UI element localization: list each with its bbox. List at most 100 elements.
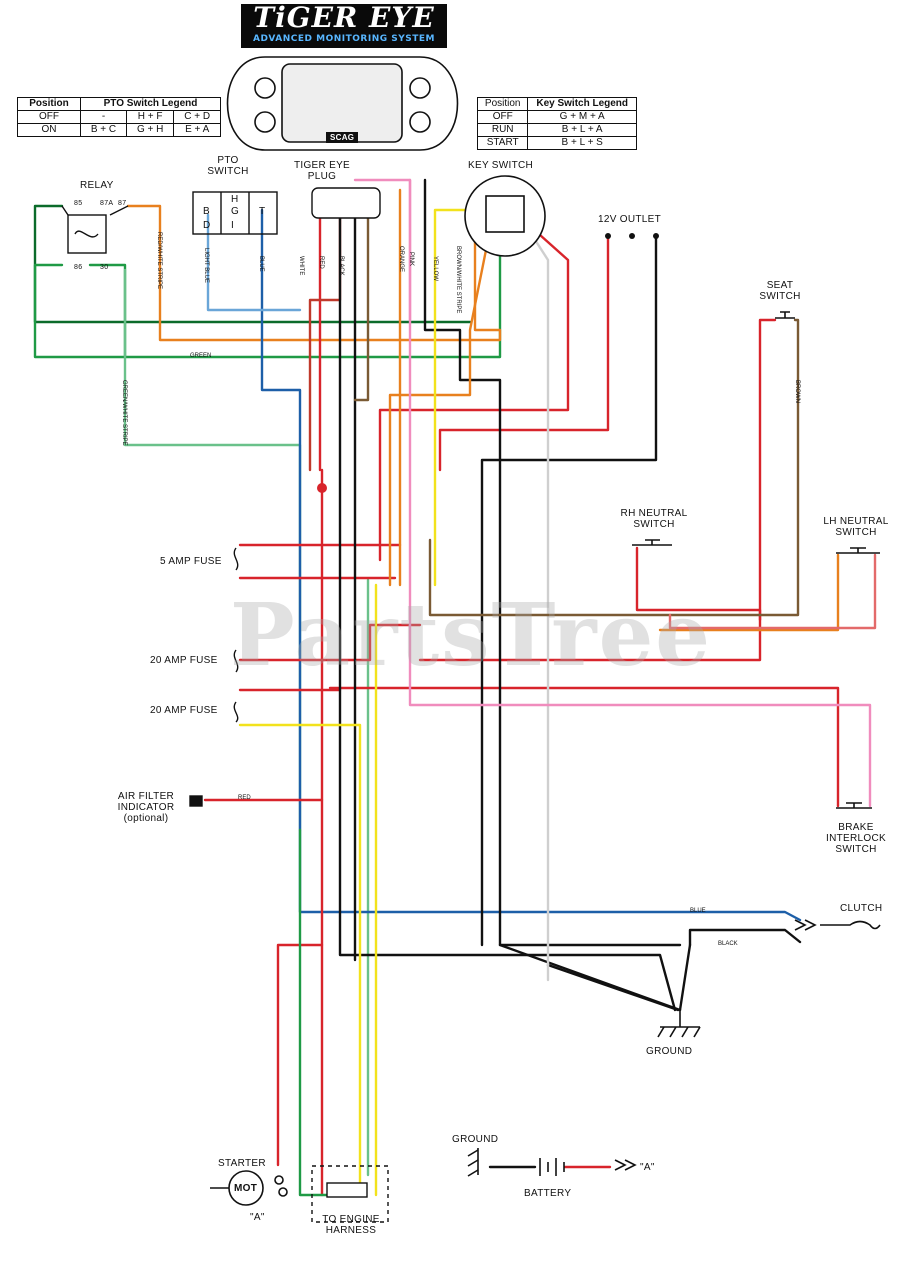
wire-orange-relay	[126, 204, 502, 342]
key-switch-body	[464, 175, 546, 257]
pto-pin-i: I	[231, 220, 235, 231]
wire-black-outlet	[480, 236, 658, 947]
battery-marker: "A"	[640, 1162, 655, 1173]
pto-legend-row: OFF - H + F C + D	[17, 110, 221, 124]
ground-label: GROUND	[646, 1046, 693, 1057]
tiger-eye-logo: TiGER EYE ADVANCED MONITORING SYSTEM	[241, 4, 447, 48]
wire-yellow-key	[433, 208, 467, 587]
pto-legend-header-title: PTO Switch Legend	[80, 97, 221, 111]
pto-legend-cell: ON	[17, 123, 81, 137]
engine-harness-label: TO ENGINE HARNESS	[322, 1214, 380, 1236]
splice-node	[317, 483, 327, 493]
clutch-label: CLUTCH	[840, 903, 883, 914]
key-legend-cell: START	[476, 136, 529, 150]
pto-pin-t: T	[259, 206, 266, 217]
wire-red-starter	[276, 943, 324, 1167]
wire-brown-tiger	[353, 213, 370, 402]
wire-ground-fan2	[546, 963, 680, 1012]
pto-legend-row: ON B + C G + H E + A	[17, 123, 221, 137]
wire-label-air-red: RED	[238, 795, 251, 801]
fuse-5-label: 5 AMP FUSE	[160, 556, 222, 567]
relay-pin-86: 86	[74, 264, 83, 271]
wire-label-yellow: YELLOW	[432, 256, 438, 282]
starter-motor	[210, 1170, 288, 1206]
outlet-terminals	[605, 233, 659, 239]
rh-neutral-label: RH NEUTRAL SWITCH	[620, 508, 688, 530]
fuse-20b-label: 20 AMP FUSE	[150, 705, 218, 716]
display-label: SCAG	[326, 132, 359, 143]
wire-label-clutch-blue: BLUE	[690, 908, 706, 914]
wire-blue	[260, 208, 802, 922]
tiger-eye-plug-label: TIGER EYE PLUG	[293, 160, 351, 182]
pto-pin-g: G	[231, 206, 240, 217]
battery-symbol	[539, 1158, 565, 1176]
relay-pin-87a: 87a	[100, 200, 114, 207]
wire-label-brown-white: BROWN/WHITE STRIPE	[455, 246, 461, 314]
pto-legend-cell: -	[80, 110, 127, 124]
starter-label: STARTER	[218, 1158, 266, 1169]
wire-label-white: WHITE	[298, 256, 304, 276]
wire-green	[88, 203, 502, 359]
wire-red-20a	[238, 623, 422, 662]
wire-label-orange: ORANGE	[398, 246, 404, 273]
key-legend-row: RUN B + L + A	[476, 123, 637, 137]
battery-label: BATTERY	[524, 1188, 572, 1199]
ground-label-2: GROUND	[452, 1134, 499, 1145]
pto-legend-cell: H + F	[125, 110, 175, 124]
relay-pin-85: 85	[74, 200, 83, 207]
clutch-coil	[614, 919, 881, 1171]
key-legend-cell: G + M + A	[527, 110, 637, 124]
wire-label-red: RED	[318, 256, 324, 269]
wire-redwhite-lh	[668, 553, 877, 630]
relay-label: RELAY	[80, 180, 114, 191]
wire-orange-lh	[658, 553, 840, 632]
tiger-eye-display	[226, 56, 459, 151]
relay-pin-87: 87	[118, 200, 127, 207]
wire-green-harness	[298, 828, 342, 1197]
wire-green-left	[33, 263, 127, 359]
wire-label-green-white: GREEN/WHITE STRIPE	[121, 380, 127, 446]
pto-pin-h: H	[231, 194, 239, 205]
key-switch-label: KEY SWITCH	[468, 160, 534, 171]
seat-switch-label: SEAT SWITCH	[759, 280, 801, 302]
key-legend-cell: B + L + S	[527, 136, 637, 150]
air-filter-label: AIR FILTER INDICATOR (optional)	[117, 791, 175, 824]
starter-marker: "A"	[250, 1212, 265, 1223]
fuse-symbols	[189, 547, 239, 807]
starter-symbol: MOT	[234, 1183, 258, 1194]
pto-switch-legend: Position PTO Switch Legend OFF - H + F C…	[17, 97, 221, 137]
key-legend-header-title: Key Switch Legend	[527, 97, 637, 111]
wire-black-clutch	[688, 928, 802, 947]
wire-black-key	[423, 178, 682, 947]
pto-legend-cell: OFF	[17, 110, 81, 124]
key-legend-row: OFF G + M + A	[476, 110, 637, 124]
wire-label-green: GREEN	[190, 353, 212, 359]
lh-neutral-label: LH NEUTRAL SWITCH	[823, 516, 889, 538]
key-legend-header-position: Position	[476, 97, 529, 111]
wire-label-red-white: RED/WHITE STRIPE	[156, 232, 162, 290]
pto-pin-b: B	[203, 206, 210, 217]
pto-legend-cell: G + H	[125, 123, 175, 137]
brake-interlock-label: BRAKE INTERLOCK SWITCH	[826, 822, 886, 855]
wire-red-key	[378, 233, 570, 562]
pto-legend-cell: B + C	[80, 123, 127, 137]
pto-pin-d: D	[203, 220, 211, 231]
wire-label-brown: BROWN	[794, 380, 800, 403]
wire-pink	[353, 178, 872, 808]
relay	[61, 205, 129, 254]
wire-label-blue: BLUE	[258, 256, 264, 272]
key-legend-cell: RUN	[476, 123, 529, 137]
tiger-eye-plug	[311, 187, 381, 219]
key-switch-legend: Position Key Switch Legend OFF G + M + A…	[476, 97, 637, 150]
wire-brown-seat	[428, 318, 800, 617]
pto-legend-cell: C + D	[173, 110, 221, 124]
watermark: PartsTree	[230, 585, 713, 686]
pto-legend-cell: E + A	[173, 123, 221, 137]
logo-subtitle: ADVANCED MONITORING SYSTEM	[253, 34, 435, 44]
switch-symbols	[632, 311, 880, 809]
wire-label-pink: PINK	[408, 252, 414, 267]
relay-pin-30: 30	[100, 264, 109, 271]
wire-lightblue	[206, 213, 302, 312]
wire-green-white	[123, 268, 302, 832]
